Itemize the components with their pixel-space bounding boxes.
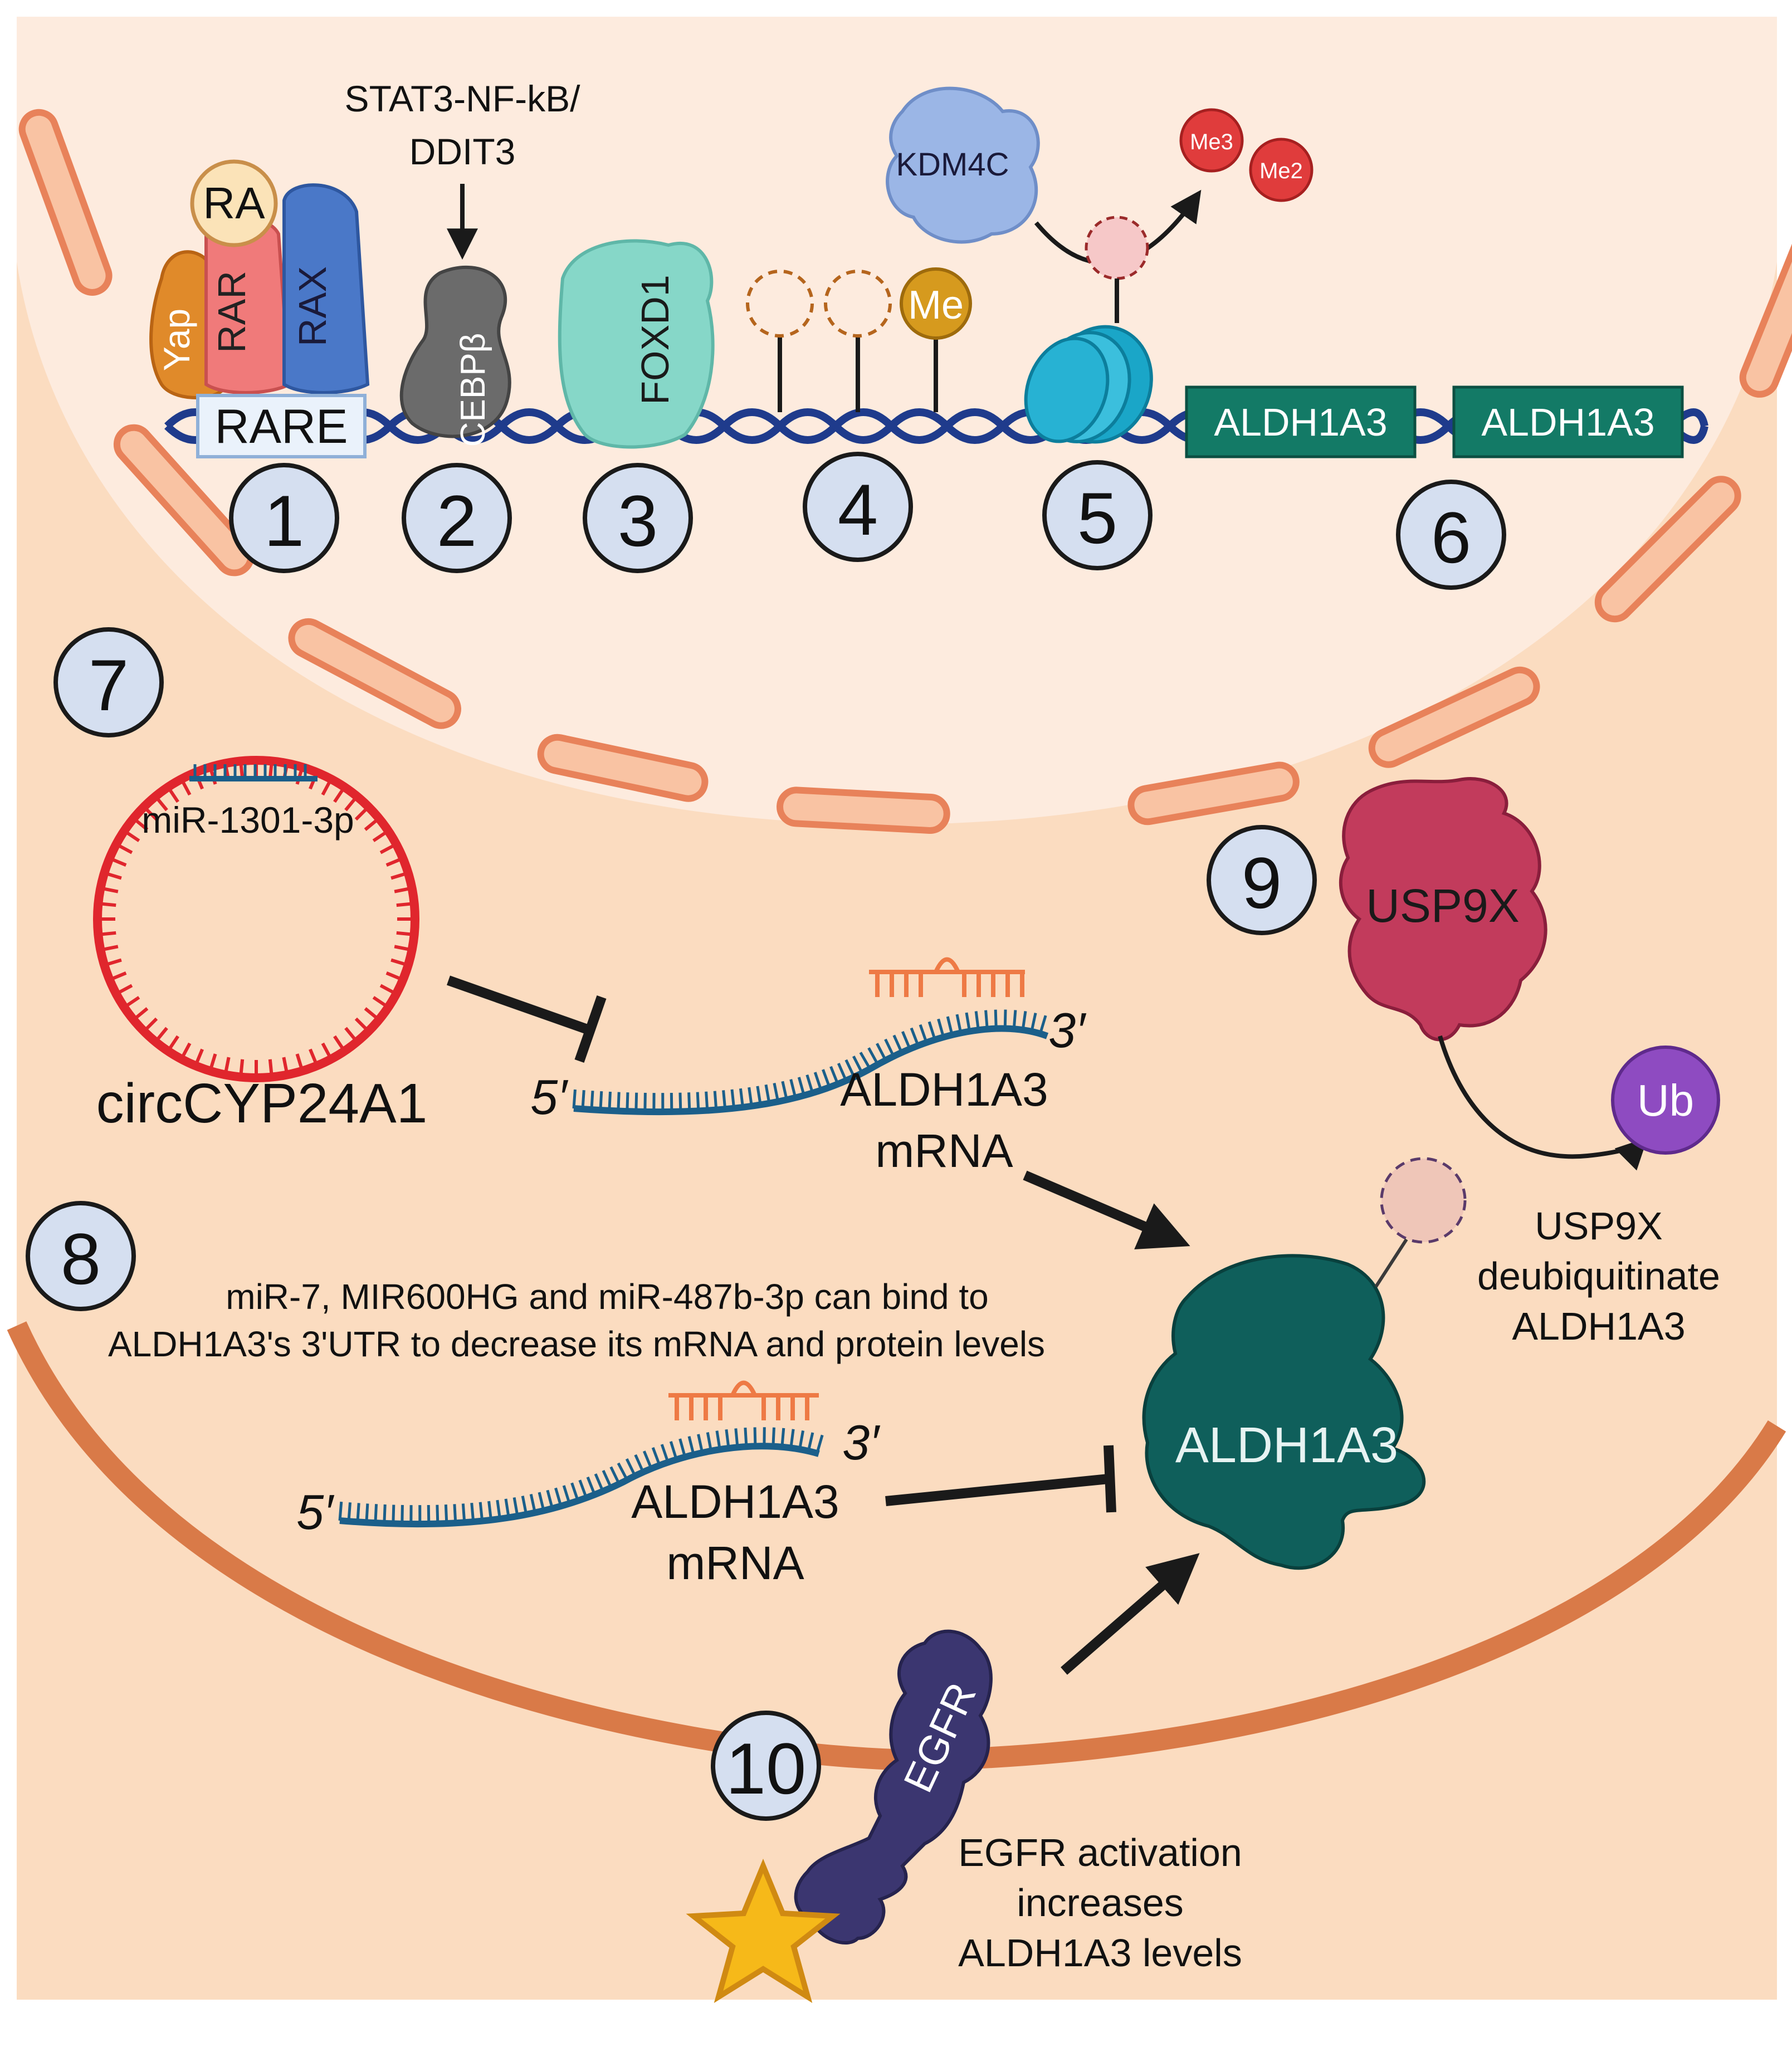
mrna-upper-line2: mRNA [875, 1125, 1013, 1177]
three-prime-upper: 3′ [1048, 1003, 1086, 1058]
svg-text:4: 4 [838, 469, 878, 550]
mirna-1301-label: miR-1301-3p [141, 799, 354, 841]
svg-text:7: 7 [89, 644, 129, 726]
three-prime-lower: 3′ [842, 1415, 880, 1470]
step8-line2: ALDH1A3's 3'UTR to decrease its mRNA and… [108, 1324, 1045, 1364]
egfr-note-line2: increases [1017, 1881, 1184, 1924]
mrna-upper-line1: ALDH1A3 [840, 1063, 1048, 1116]
step-badge-4: 4 [805, 454, 911, 560]
gene-label-2: ALDH1A3 [1481, 400, 1654, 444]
rax-label: RAX [291, 266, 334, 346]
ra-label: RA [203, 178, 265, 228]
foxd1-regulation: FOXD1 [560, 241, 713, 447]
svg-text:6: 6 [1431, 497, 1471, 578]
mrna-lower-line1: ALDH1A3 [631, 1476, 839, 1528]
upstream-signal-line1: STAT3-NF-kB/ [345, 78, 581, 119]
me2-label: Me2 [1259, 159, 1303, 183]
step-badge-2: 2 [404, 465, 510, 571]
me3-label: Me3 [1190, 130, 1233, 154]
five-prime-lower: 5′ [296, 1484, 334, 1540]
step-badge-7: 7 [56, 629, 162, 735]
step-badge-8: 8 [28, 1203, 134, 1309]
step-badge-3: 3 [585, 465, 691, 571]
svg-text:3: 3 [618, 480, 658, 561]
step-badge-6: 6 [1398, 482, 1504, 588]
usp9x-note-line2: deubiquitinate [1477, 1254, 1720, 1298]
usp9x-note-line3: ALDH1A3 [1512, 1305, 1685, 1348]
egfr-note-line3: ALDH1A3 levels [958, 1931, 1242, 1975]
kdm4c-label: KDM4C [896, 146, 1009, 183]
circcyp24a1-label: circCYP24A1 [96, 1072, 428, 1135]
upstream-signal-line2: DDIT3 [409, 131, 516, 172]
aldh1a3-protein-label: ALDH1A3 [1175, 1418, 1398, 1473]
mrna-lower-line2: mRNA [666, 1537, 804, 1589]
usp9x-label: USP9X [1366, 880, 1519, 932]
ubiquitin-label: Ub [1637, 1076, 1694, 1125]
cebpb-label: CEBPβ [454, 333, 492, 447]
foxd1-label: FOXD1 [633, 275, 677, 404]
svg-text:1: 1 [264, 480, 304, 561]
step-badge-10: 10 [713, 1713, 819, 1819]
five-prime-upper: 5′ [530, 1069, 568, 1125]
step-badge-9: 9 [1209, 827, 1315, 933]
step-badge-5: 5 [1044, 462, 1150, 568]
methyl-label: Me [908, 283, 964, 328]
svg-text:10: 10 [726, 1728, 807, 1809]
egfr-note-line1: EGFR activation [958, 1831, 1242, 1874]
yap-label: Yap [156, 309, 197, 372]
rare-label: RARE [215, 400, 348, 453]
step-badge-1: 1 [231, 465, 337, 571]
usp9x-note-line1: USP9X [1535, 1204, 1663, 1248]
svg-text:9: 9 [1242, 842, 1282, 924]
svg-text:5: 5 [1077, 477, 1117, 559]
svg-text:8: 8 [61, 1218, 101, 1299]
rar-label: RAR [210, 271, 253, 353]
ubiquitin-site [1381, 1159, 1465, 1242]
inhibition-bar-8 [1109, 1445, 1111, 1512]
svg-text:2: 2 [437, 480, 477, 561]
step8-line1: miR-7, MIR600HG and miR-487b-3p can bind… [226, 1277, 989, 1317]
histone-mark-site [1086, 217, 1148, 279]
gene-label-1: ALDH1A3 [1214, 400, 1387, 444]
